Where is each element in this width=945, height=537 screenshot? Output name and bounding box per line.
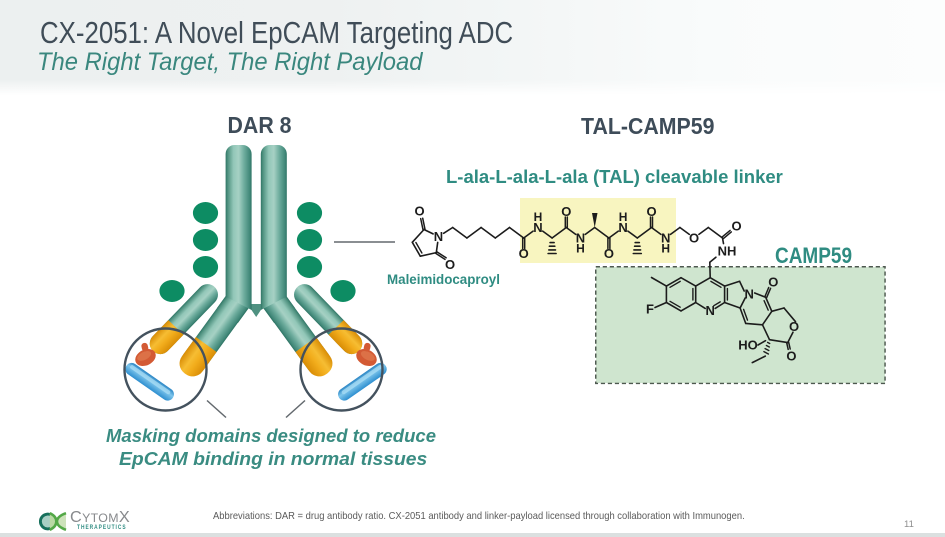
svg-text:H: H bbox=[661, 242, 670, 256]
svg-text:O: O bbox=[731, 219, 741, 234]
svg-text:N: N bbox=[434, 229, 443, 244]
svg-text:O: O bbox=[519, 246, 529, 261]
svg-text:F: F bbox=[646, 302, 654, 317]
svg-text:O: O bbox=[768, 275, 778, 290]
svg-text:N: N bbox=[576, 231, 585, 246]
svg-text:O: O bbox=[561, 204, 571, 219]
svg-text:O: O bbox=[786, 349, 796, 364]
svg-text:H: H bbox=[576, 242, 585, 256]
svg-text:N: N bbox=[706, 303, 715, 318]
svg-text:N: N bbox=[533, 220, 542, 235]
svg-text:NH: NH bbox=[718, 244, 737, 259]
svg-text:N: N bbox=[661, 231, 670, 246]
svg-text:HO: HO bbox=[738, 338, 758, 353]
svg-text:O: O bbox=[789, 319, 799, 334]
svg-text:O: O bbox=[646, 204, 656, 219]
svg-text:N: N bbox=[618, 220, 627, 235]
svg-text:O: O bbox=[445, 257, 455, 272]
svg-text:H: H bbox=[534, 210, 543, 224]
svg-text:H: H bbox=[619, 210, 628, 224]
svg-text:N: N bbox=[745, 287, 754, 302]
svg-text:O: O bbox=[689, 231, 699, 246]
svg-text:O: O bbox=[604, 246, 614, 261]
svg-text:O: O bbox=[414, 204, 424, 219]
